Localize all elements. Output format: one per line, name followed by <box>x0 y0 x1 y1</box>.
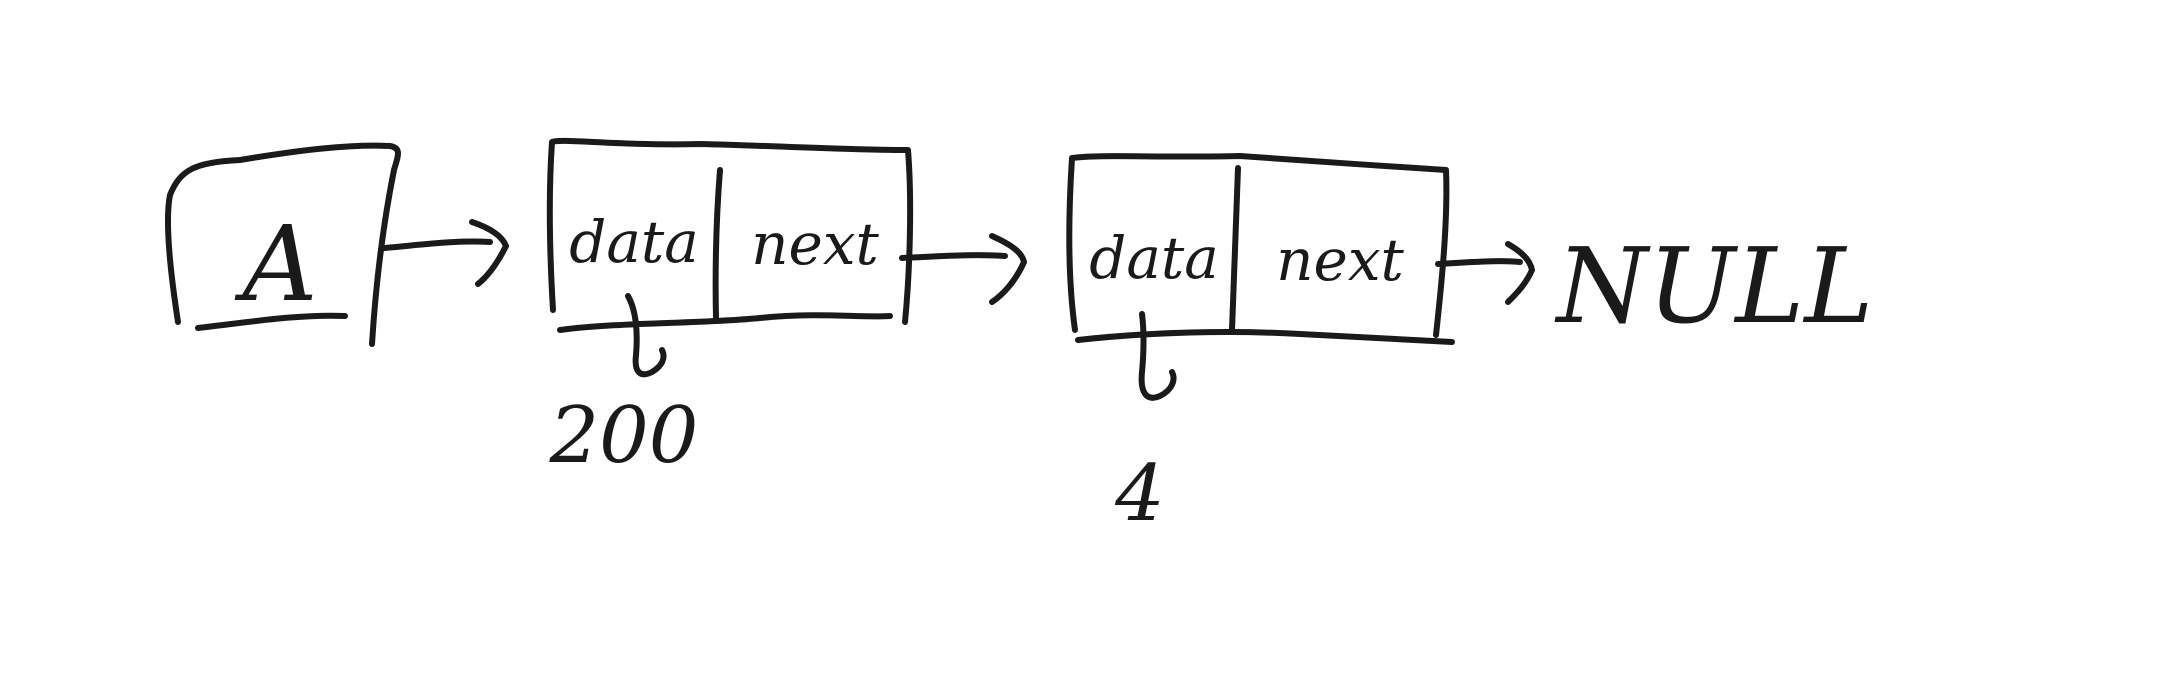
node-1-value-pointer <box>625 293 667 378</box>
node-1: data next 200 <box>546 137 914 481</box>
node-2-divider <box>1229 165 1241 333</box>
arrowhead-icon <box>989 233 1027 305</box>
node-1-box <box>546 137 914 325</box>
arrowhead-icon <box>1505 241 1535 305</box>
arrow-node-2-to-null <box>1435 241 1535 305</box>
pointer-a-box <box>165 142 401 347</box>
node-1-divider <box>712 167 723 321</box>
arrowhead-icon <box>469 219 509 287</box>
node-2-next-label: next <box>1276 226 1404 294</box>
node-1-value: 200 <box>549 391 699 481</box>
pointer-a-label: A <box>234 203 317 325</box>
node-2-value-pointer <box>1138 311 1177 401</box>
node-2-value: 4 <box>1114 449 1165 539</box>
pointer-a: A <box>165 142 401 347</box>
node-2-box <box>1066 153 1450 338</box>
node-2-bottom-edge <box>1075 329 1455 345</box>
arrow-node-1-to-node-2 <box>899 233 1027 305</box>
null-terminal: NULL <box>1554 225 1874 347</box>
node-1-next-label: next <box>751 210 879 278</box>
node-2: data next 4 <box>1066 153 1455 539</box>
node-1-bottom-edge <box>557 312 893 333</box>
node-2-data-label: data <box>1089 224 1219 292</box>
node-1-data-label: data <box>569 208 699 276</box>
arrow-a-to-node-1 <box>381 219 509 287</box>
